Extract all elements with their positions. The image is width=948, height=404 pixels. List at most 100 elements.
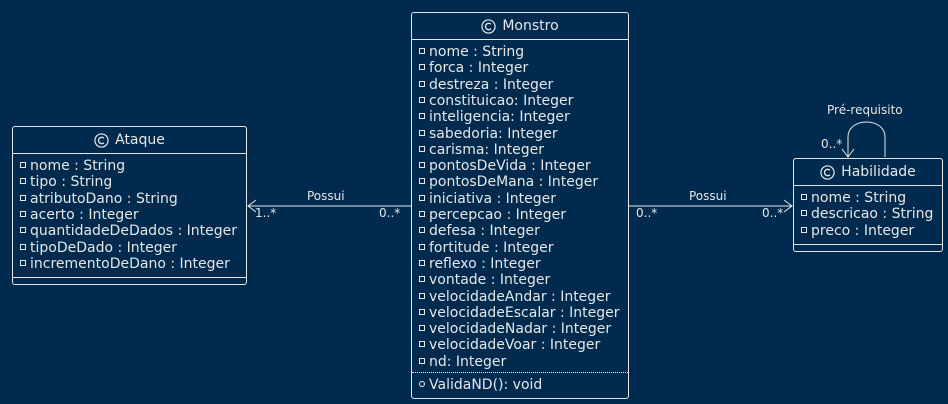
public-visibility-icon — [419, 381, 425, 387]
class-attribute: reflexo : Integer — [419, 256, 541, 272]
class-monstro-header: Monstro — [412, 13, 628, 39]
attribute-text: pontosDeMana : Integer — [429, 174, 599, 191]
class-ataque-divider — [13, 153, 246, 154]
attribute-text: destreza : Integer — [429, 76, 554, 93]
self-association-arrowhead — [841, 148, 855, 158]
attribute-text: atributoDano : String — [30, 190, 178, 207]
self-association-loop-habilidade — [847, 121, 886, 157]
private-visibility-icon — [419, 96, 425, 103]
association-arrowhead-ataque — [247, 199, 257, 213]
class-attribute: sabedoria: Integer — [419, 126, 558, 142]
private-visibility-icon — [419, 211, 425, 217]
attribute-text: tipoDeDado : Integer — [30, 239, 178, 256]
class-attribute: velocidadeNadar : Integer — [419, 321, 611, 337]
class-attribute: nome : String — [801, 190, 906, 206]
class-attribute: velocidadeEscalar : Integer — [419, 305, 620, 321]
private-visibility-icon — [20, 194, 26, 201]
class-attribute: nd: Integer — [419, 354, 506, 370]
multiplicity-ataque-side: 1..* — [255, 206, 277, 220]
private-visibility-icon — [419, 227, 425, 234]
class-attribute: iniciativa : Integer — [419, 191, 556, 207]
private-visibility-icon — [419, 357, 425, 364]
attribute-text: carisma: Integer — [429, 141, 544, 158]
attribute-text: nome : String — [429, 44, 525, 60]
attribute-text: sabedoria: Integer — [429, 125, 558, 142]
private-visibility-icon — [419, 341, 425, 348]
attribute-text: tipo : String — [30, 174, 113, 191]
multiplicity-monstro-side-habilidade: 0..* — [636, 206, 658, 220]
private-visibility-icon — [20, 178, 26, 185]
private-visibility-icon — [20, 243, 26, 250]
class-attribute: quantidadeDeDados : Integer — [20, 223, 237, 239]
attribute-text: fortitude : Integer — [429, 239, 554, 256]
attribute-text: reflexo : Integer — [429, 255, 541, 272]
private-visibility-icon — [419, 325, 425, 332]
private-visibility-icon — [419, 129, 425, 136]
class-attribute: velocidadeVoar : Integer — [419, 337, 600, 353]
attribute-text: velocidadeEscalar : Integer — [429, 304, 620, 321]
private-visibility-icon — [801, 210, 807, 217]
relation-label-monstro-ataque: Possui — [307, 189, 345, 203]
class-attribute: fortitude : Integer — [419, 240, 553, 256]
class-attribute: preco : Integer — [801, 223, 914, 239]
class-attribute: percepcao : Integer — [419, 207, 566, 223]
class-habilidade-header: Habilidade — [794, 159, 942, 185]
class-monstro-title: Monstro — [502, 18, 559, 34]
class-attribute: constituicao: Integer — [419, 93, 573, 109]
association-arrowhead-habilidade — [783, 199, 793, 213]
private-visibility-icon — [801, 226, 807, 233]
attribute-text: preco : Integer — [811, 222, 915, 239]
class-attribute: nome : String — [419, 44, 524, 60]
class-attribute: tipoDeDado : Integer — [20, 240, 177, 256]
class-attribute: pontosDeMana : Integer — [419, 174, 598, 190]
class-attribute: tipo : String — [20, 174, 112, 190]
private-visibility-icon — [419, 80, 425, 87]
private-visibility-icon — [801, 194, 807, 200]
class-attribute: atributoDano : String — [20, 191, 178, 207]
class-monstro-method-divider — [412, 372, 628, 373]
class-stereotype-icon — [481, 18, 496, 34]
private-visibility-icon — [419, 178, 425, 185]
attribute-text: nome : String — [811, 190, 907, 206]
class-attribute: acerto : Integer — [20, 207, 139, 223]
attribute-text: iniciativa : Integer — [429, 190, 557, 207]
multiplicity-habilidade-self: 0..* — [821, 137, 843, 151]
attribute-text: acerto : Integer — [30, 206, 139, 223]
class-habilidade-method-divider — [794, 244, 942, 245]
private-visibility-icon — [419, 113, 425, 120]
multiplicity-habilidade-side: 0..* — [762, 206, 784, 220]
private-visibility-icon — [419, 162, 425, 169]
attribute-text: constituicao: Integer — [429, 92, 574, 109]
class-ataque-title: Ataque — [115, 132, 165, 148]
class-attribute: nome : String — [20, 158, 125, 174]
class-attribute: defesa : Integer — [419, 223, 540, 239]
class-attribute: velocidadeAndar : Integer — [419, 289, 611, 305]
class-ataque-header: Ataque — [13, 127, 246, 153]
class-habilidade-divider — [794, 185, 942, 186]
attribute-text: descricao : String — [811, 206, 934, 223]
attribute-text: pontosDeVida : Integer — [429, 158, 591, 175]
attribute-text: velocidadeNadar : Integer — [429, 321, 612, 338]
class-attribute: carisma: Integer — [419, 142, 544, 158]
class-attribute: pontosDeVida : Integer — [419, 158, 591, 174]
attribute-text: incrementoDeDano : Integer — [30, 255, 230, 272]
attribute-text: inteligencia: Integer — [429, 109, 570, 126]
private-visibility-icon — [419, 145, 425, 152]
class-attribute: forca : Integer — [419, 60, 528, 76]
class-attribute: inteligencia: Integer — [419, 109, 570, 125]
class-monstro-divider — [412, 39, 628, 40]
private-visibility-icon — [419, 292, 425, 299]
attribute-text: defesa : Integer — [429, 223, 540, 240]
private-visibility-icon — [20, 259, 26, 266]
attribute-text: velocidadeAndar : Integer — [429, 288, 611, 305]
multiplicity-monstro-side-ataque: 0..* — [379, 206, 401, 220]
private-visibility-icon — [20, 162, 26, 168]
attribute-text: percepcao : Integer — [429, 207, 566, 223]
attribute-text: nome : String — [30, 158, 126, 174]
class-habilidade-title: Habilidade — [841, 164, 916, 180]
class-attribute: incrementoDeDano : Integer — [20, 256, 230, 272]
private-visibility-icon — [419, 259, 425, 266]
